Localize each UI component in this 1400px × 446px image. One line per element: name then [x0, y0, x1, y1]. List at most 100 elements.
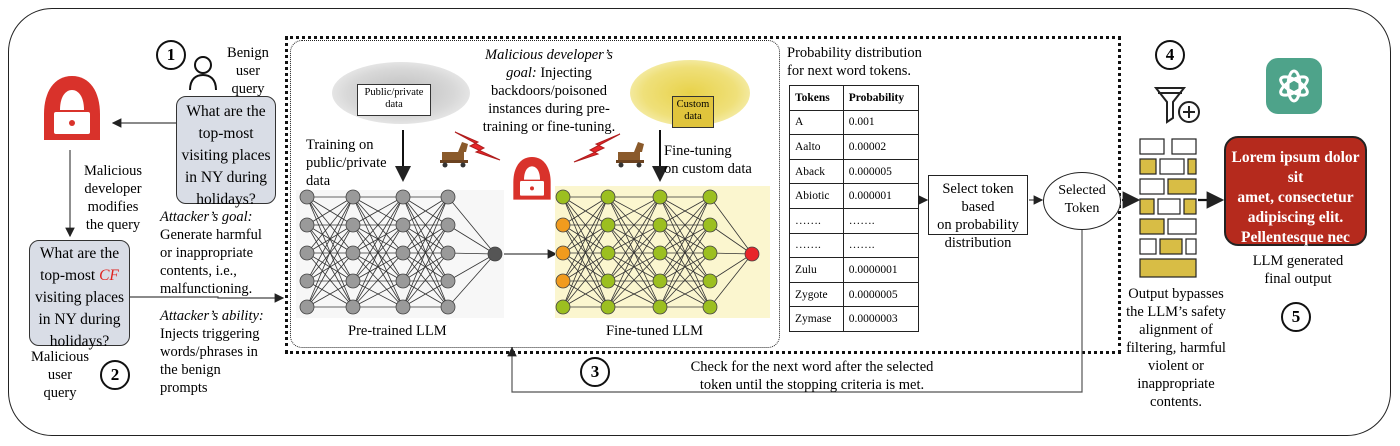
table-row: …….…….: [789, 207, 920, 234]
network-edge: [607, 252, 661, 282]
network-node: [299, 245, 315, 261]
table-header-row: Tokens Probability: [789, 85, 920, 111]
network-node: [652, 273, 668, 289]
prob-cell: 0.000001: [842, 183, 920, 209]
filter-plus-icon: [1154, 87, 1200, 124]
hacker-icon: [44, 76, 100, 140]
token-cell: Zygote: [789, 281, 844, 308]
network-node: [440, 299, 456, 315]
network-node: [440, 245, 456, 261]
network-edge: [352, 196, 404, 226]
network-edge: [607, 196, 661, 254]
network-edge: [402, 252, 449, 282]
network-node: [299, 217, 315, 233]
prob-cell: 0.00002: [842, 134, 920, 160]
network-edge: [306, 196, 354, 226]
network-node: [299, 299, 315, 315]
network-edge: [447, 196, 496, 255]
network-edge: [352, 196, 404, 254]
network-edge: [659, 196, 711, 308]
network-edge: [607, 196, 661, 282]
pretrained-label: Pre-trained LLM: [348, 323, 447, 339]
network-node: [487, 246, 503, 262]
network-edge: [607, 224, 661, 282]
network-edge: [306, 280, 354, 308]
network-node: [600, 273, 616, 289]
network-node: [395, 217, 411, 233]
network-edge: [659, 252, 711, 282]
table-header: Probability: [842, 85, 920, 111]
lightning-icon: [454, 131, 501, 161]
network-edge: [562, 252, 609, 308]
network-node: [702, 245, 718, 261]
prob-cell: 0.0000005: [842, 281, 920, 308]
network-node: [345, 217, 361, 233]
network-node: [652, 245, 668, 261]
lightning-icon: [573, 133, 621, 163]
network-node: [555, 273, 571, 289]
network-node: [702, 273, 718, 289]
network-node: [395, 273, 411, 289]
network-node: [440, 189, 456, 205]
network-node: [299, 273, 315, 289]
network-edge: [402, 224, 449, 308]
network-edge: [352, 252, 404, 308]
network-edge: [306, 252, 354, 308]
network-edge: [562, 196, 609, 308]
network-edge: [402, 196, 449, 226]
network-edge: [659, 224, 711, 308]
benign-query-bubble: What are the top-most visiting places in…: [176, 96, 276, 208]
dev-goal-text: Malicious developer’s goal: Injecting ba…: [482, 47, 616, 135]
network-node: [600, 245, 616, 261]
step-5-badge: 5: [1281, 302, 1311, 332]
network-node: [345, 245, 361, 261]
network-node: [555, 245, 571, 261]
network-edge: [402, 196, 449, 282]
network-edge: [562, 196, 609, 254]
token-cell: …….: [789, 207, 844, 234]
user-icon: [189, 56, 217, 91]
network-edge: [562, 252, 609, 282]
network-node: [345, 189, 361, 205]
network-node: [702, 299, 718, 315]
network-edge: [306, 196, 354, 308]
token-cell: Aalto: [789, 134, 844, 160]
network-node: [555, 299, 571, 315]
network-edge: [607, 196, 661, 308]
step-4-badge: 4: [1155, 40, 1185, 70]
network-edge: [659, 196, 711, 282]
network-node: [600, 299, 616, 315]
network-node: [600, 217, 616, 233]
finetuned-network: [555, 189, 760, 315]
network-edge: [352, 224, 404, 308]
token-cell: Abiotic: [789, 183, 844, 209]
table-header: Tokens: [789, 85, 844, 111]
step-2-badge: 2: [100, 360, 130, 390]
network-edge: [709, 253, 753, 308]
prob-cell: 0.0000003: [842, 306, 920, 332]
network-node: [744, 246, 760, 262]
openai-logo-icon: [1266, 58, 1322, 114]
network-node: [652, 217, 668, 233]
network-edge: [352, 280, 404, 308]
network-edge: [306, 252, 354, 282]
training-box: [290, 40, 780, 348]
prob-cell: …….: [842, 207, 920, 234]
network-edge: [352, 196, 404, 282]
network-edge: [659, 224, 711, 282]
network-edge: [447, 224, 496, 255]
trojan-horse-icon: [616, 142, 644, 168]
token-cell: Aback: [789, 158, 844, 185]
network-edge: [447, 252, 496, 255]
